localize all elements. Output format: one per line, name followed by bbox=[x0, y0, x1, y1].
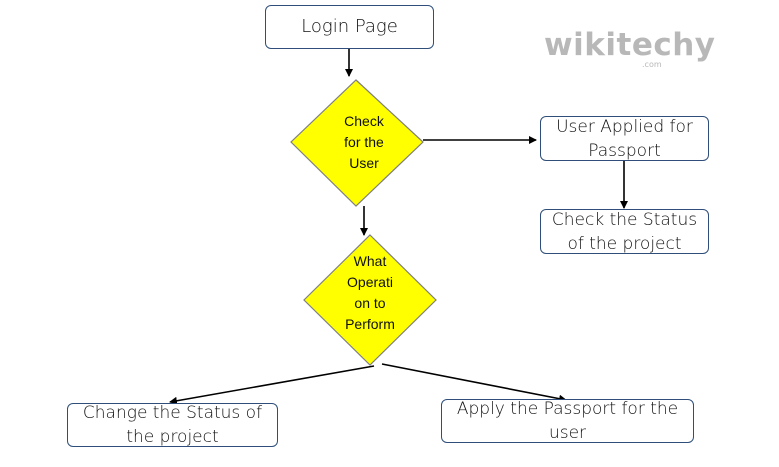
logo-wordmark: wikitechy bbox=[544, 27, 716, 63]
change-status-box: Change the Status of the project bbox=[67, 403, 278, 447]
user-applied-label: User Applied for Passport bbox=[556, 116, 693, 161]
change-status-label: Change the Status of the project bbox=[82, 403, 263, 447]
apply-passport-box: Apply the Passport for the user bbox=[441, 399, 694, 443]
arrow-operation-to-change bbox=[169, 365, 375, 405]
decision-check-user-label: Check for the User bbox=[344, 113, 384, 171]
check-status-label: Check the Status of the project bbox=[551, 209, 698, 254]
login-page-label: Login Page bbox=[301, 15, 398, 37]
user-applied-box: User Applied for Passport bbox=[540, 116, 709, 161]
wikitechy-logo: wikitechy .com bbox=[544, 28, 715, 74]
logo-domain: .com bbox=[642, 60, 662, 69]
decision-check-user-shape bbox=[290, 79, 424, 207]
login-page-box: Login Page bbox=[265, 5, 434, 49]
check-status-box: Check the Status of the project bbox=[540, 209, 709, 254]
arrow-operation-to-apply bbox=[381, 363, 567, 403]
decision-what-operation-label: What Operati on to Perform bbox=[345, 253, 395, 332]
decision-what-operation-shape bbox=[303, 234, 437, 366]
apply-passport-label: Apply the Passport for the user bbox=[456, 399, 679, 443]
